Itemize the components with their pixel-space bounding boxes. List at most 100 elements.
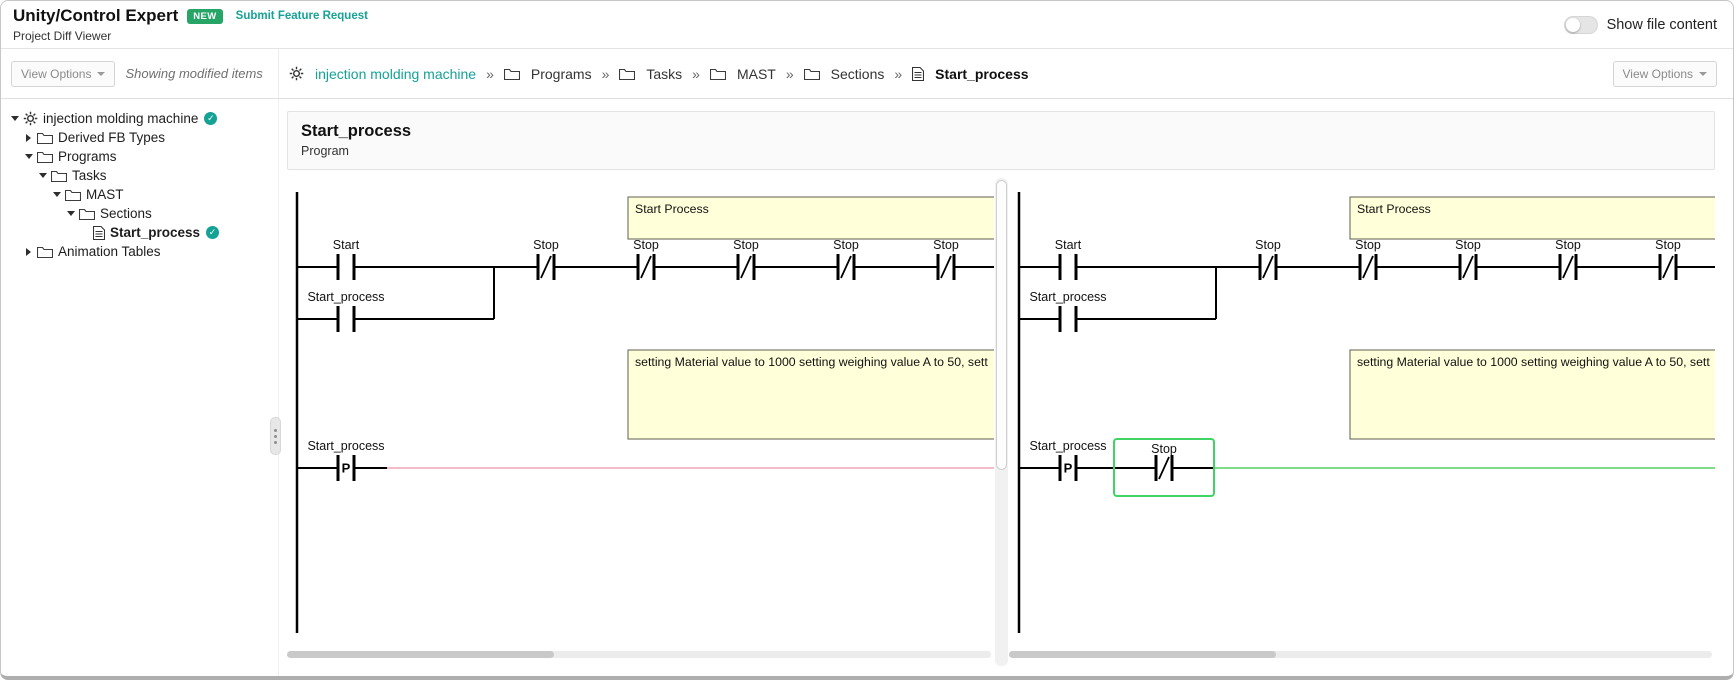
breadcrumb-separator: » (692, 65, 700, 82)
folder-icon (803, 67, 820, 80)
file-icon (93, 225, 105, 240)
sidebar-item-animation-tables[interactable]: Animation Tables (1, 242, 278, 261)
view-options-button-right[interactable]: View Options (1612, 60, 1717, 87)
sidebar-item-programs[interactable]: Programs (1, 147, 278, 166)
breadcrumb-separator: » (894, 65, 903, 82)
hscrollbar-right-thumb[interactable] (1008, 651, 1276, 658)
folder-icon (79, 207, 95, 220)
breadcrumb-item-tasks[interactable]: Tasks (619, 66, 682, 82)
sidebar-item-label: Sections (100, 206, 152, 221)
app-header: Unity/Control Expert NEW Submit Feature … (1, 1, 1733, 49)
file-icon (912, 66, 925, 81)
breadcrumb-separator: » (785, 65, 794, 82)
modified-check-badge-icon: ✓ (204, 112, 218, 125)
breadcrumb-item-programs[interactable]: Programs (503, 65, 592, 82)
caret-down-icon[interactable] (9, 116, 20, 121)
hscrollbar-right[interactable] (1008, 651, 1712, 658)
program-header: Start_process Program (287, 111, 1715, 170)
ladder-label: Start_process (307, 439, 384, 453)
vscrollbar-thumb[interactable] (995, 180, 1007, 470)
ladder-label: Stop (1355, 238, 1381, 252)
vscrollbar[interactable] (994, 178, 1008, 666)
toolbar-left: View Options Showing modified items (1, 49, 279, 98)
gear-icon (23, 111, 38, 126)
folder-icon (37, 150, 53, 163)
ladder-label: Start_process (307, 290, 384, 304)
toolbar: View Options Showing modified items inje… (1, 49, 1733, 99)
ladder-comment-box: Start Process (1349, 196, 1715, 240)
new-badge: NEW (187, 8, 223, 24)
ladder-contact-added-stop (1154, 455, 1173, 481)
breadcrumb-label: MAST (736, 65, 776, 82)
caret-down-icon[interactable] (23, 154, 34, 159)
caret-right-icon[interactable] (23, 134, 34, 142)
ladder-label: Start_process (1029, 439, 1106, 453)
show-file-content-toggle[interactable] (1563, 15, 1598, 34)
ladder-contact-stop (536, 254, 556, 280)
toggle-knob-icon (1565, 17, 1580, 32)
ladder-contact-start-process (336, 306, 356, 332)
breadcrumb-label: Programs (530, 65, 592, 82)
sidebar-item-label: MAST (86, 187, 124, 202)
breadcrumb-separator: » (486, 65, 494, 82)
sidebar-item-start-process[interactable]: Start_process✓ (1, 223, 278, 242)
sidebar-item-injection-molding-machine[interactable]: injection molding machine✓ (1, 109, 278, 128)
sidebar-item-tasks[interactable]: Tasks (1, 166, 278, 185)
sidebar-item-mast[interactable]: MAST (1, 185, 278, 204)
caret-right-icon[interactable] (23, 248, 34, 256)
svg-text:P: P (1063, 461, 1072, 476)
sidebar-item-label: Derived FB Types (58, 130, 166, 145)
breadcrumb-label: Tasks (646, 65, 683, 82)
view-options-label: View Options (21, 66, 92, 81)
breadcrumb-item-mast[interactable]: MAST (709, 65, 776, 82)
sidebar-item-label: Tasks (72, 168, 107, 183)
ladder-contact-stop (1258, 254, 1277, 280)
folder-icon (51, 169, 67, 182)
caret-down-icon[interactable] (65, 211, 76, 216)
sidebar-item-label: Programs (58, 149, 117, 164)
hscrollbar-left-thumb[interactable] (287, 651, 555, 658)
chevron-down-icon (1699, 71, 1707, 76)
showing-modified-label: Showing modified items (125, 66, 263, 81)
ladder-label: Stop (1455, 238, 1481, 252)
ladder-label: Stop (933, 238, 959, 252)
breadcrumb-item-injection-molding-machine[interactable]: injection molding machine (289, 66, 476, 82)
program-type-label: Program (301, 144, 349, 158)
splitter-handle[interactable] (270, 417, 281, 455)
breadcrumb-label: injection molding machine (315, 65, 477, 82)
ladder-comment-text: setting Material value to 1000 setting w… (1357, 355, 1710, 369)
chevron-down-icon (97, 71, 106, 76)
ladder-contact-start (1058, 254, 1077, 280)
feature-request-link[interactable]: Submit Feature Request (235, 10, 368, 22)
ladder-contact-start (336, 254, 356, 280)
ladder-label: Stop (633, 238, 659, 252)
ladder-label: Stop (1255, 238, 1281, 252)
sidebar-item-label: Start_process (110, 225, 201, 240)
caret-down-icon[interactable] (51, 192, 62, 197)
breadcrumb-item-sections[interactable]: Sections (803, 66, 884, 82)
folder-icon (709, 67, 726, 80)
hscrollbar-left[interactable] (287, 651, 991, 658)
ladder-label: Stop (533, 238, 559, 252)
sidebar-item-derived-fb-types[interactable]: Derived FB Types (1, 128, 278, 147)
svg-text:P: P (342, 461, 351, 476)
caret-down-icon[interactable] (37, 173, 48, 178)
sidebar-tree: injection molding machine✓ Derived FB Typ… (1, 109, 278, 261)
ladder-contact-stop (1558, 254, 1577, 280)
ladder-label: Stop (1555, 238, 1581, 252)
breadcrumb-separator: » (601, 65, 610, 82)
diff-added-highlight-box (1112, 438, 1215, 497)
ladder-contact-edge-start-process: P (1058, 455, 1077, 481)
sidebar-item-sections[interactable]: Sections (1, 204, 278, 223)
ladder-comment-text: Start Process (1357, 202, 1431, 216)
folder-icon (37, 245, 53, 258)
view-options-button-left[interactable]: View Options (11, 60, 116, 87)
ladder-comment-box: setting Material value to 1000 setting w… (627, 349, 994, 440)
ladder-label: Stop (1151, 442, 1177, 456)
ladder-contact-stop (836, 254, 856, 280)
gear-icon (289, 66, 304, 81)
breadcrumb-item-start-process[interactable]: Start_process (912, 66, 1029, 82)
